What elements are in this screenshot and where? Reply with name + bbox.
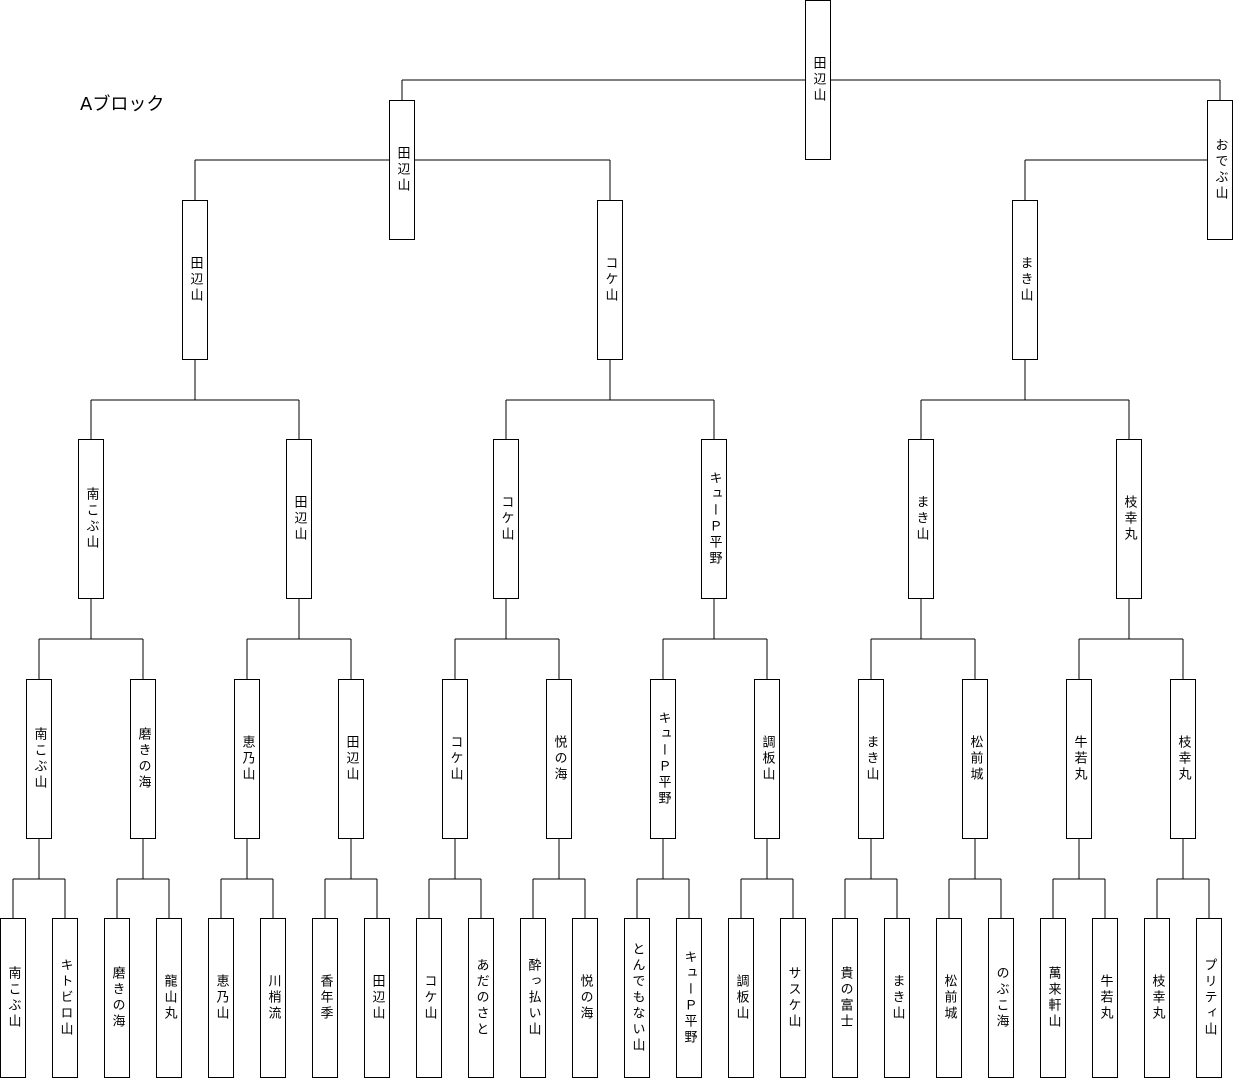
round1-entry: 南こぶ山	[0, 918, 26, 1078]
wrestler-name: まき山	[863, 735, 879, 783]
round1-entry: キトビロ山	[52, 918, 78, 1078]
wrestler-name: 調板山	[733, 974, 749, 1022]
round3-entry: キューＰ平野	[701, 439, 727, 599]
wrestler-name: 松前城	[967, 735, 983, 783]
round1-entry: まき山	[884, 918, 910, 1078]
wrestler-name: 恵乃山	[213, 974, 229, 1022]
wrestler-name: 香年季	[317, 974, 333, 1022]
round1-entry: 松前城	[936, 918, 962, 1078]
round3-entry: コケ山	[493, 439, 519, 599]
round1-entry: プリティ山	[1196, 918, 1222, 1078]
wrestler-name: 枝幸丸	[1121, 495, 1137, 543]
wrestler-name: 磨きの海	[135, 727, 151, 791]
wrestler-name: サスケ山	[785, 966, 801, 1030]
wrestler-name: 松前城	[941, 974, 957, 1022]
wrestler-name: 田辺山	[394, 146, 410, 194]
wrestler-name: 萬来軒山	[1045, 966, 1061, 1030]
round1-entry: とんでもない山	[624, 918, 650, 1078]
round2-entry: 悦の海	[546, 679, 572, 839]
round1-entry: 酔っ払い山	[520, 918, 546, 1078]
wrestler-name: おでぶ山	[1212, 138, 1228, 202]
round4-entry: まき山	[1012, 200, 1038, 360]
wrestler-name: まき山	[889, 974, 905, 1022]
round3-entry: 枝幸丸	[1116, 439, 1142, 599]
wrestler-name: 田辺山	[291, 495, 307, 543]
round1-entry: キューＰ平野	[676, 918, 702, 1078]
round2-entry: コケ山	[442, 679, 468, 839]
wrestler-name: 貴の富士	[837, 966, 853, 1030]
round1-entry: サスケ山	[780, 918, 806, 1078]
wrestler-name: 田辺山	[810, 56, 826, 104]
round1-entry: 牛若丸	[1092, 918, 1118, 1078]
round2-entry: 田辺山	[338, 679, 364, 839]
semifinal-entry: 田辺山	[389, 100, 415, 240]
wrestler-name: まき山	[913, 495, 929, 543]
wrestler-name: 恵乃山	[239, 735, 255, 783]
wrestler-name: プリティ山	[1201, 958, 1217, 1038]
wrestler-name: コケ山	[498, 495, 514, 543]
round1-entry: 悦の海	[572, 918, 598, 1078]
round2-entry: 恵乃山	[234, 679, 260, 839]
wrestler-name: まき山	[1017, 256, 1033, 304]
round4-entry: コケ山	[597, 200, 623, 360]
wrestler-name: キューＰ平野	[681, 950, 697, 1046]
round3-entry: 南こぶ山	[78, 439, 104, 599]
wrestler-name: コケ山	[447, 735, 463, 783]
round2-entry: 南こぶ山	[26, 679, 52, 839]
round1-entry: 磨きの海	[104, 918, 130, 1078]
round4-entry: 田辺山	[182, 200, 208, 360]
wrestler-name: 悦の海	[577, 974, 593, 1022]
round1-entry: 萬来軒山	[1040, 918, 1066, 1078]
wrestler-name: 田辺山	[369, 974, 385, 1022]
wrestler-name: 牛若丸	[1071, 735, 1087, 783]
wrestler-name: 南こぶ山	[31, 727, 47, 791]
round2-entry: まき山	[858, 679, 884, 839]
round2-entry: キューＰ平野	[650, 679, 676, 839]
wrestler-name: 龍山丸	[161, 974, 177, 1022]
wrestler-name: 調板山	[759, 735, 775, 783]
wrestler-name: 悦の海	[551, 735, 567, 783]
semifinal-entry: おでぶ山	[1207, 100, 1233, 240]
round1-entry: あだのさと	[468, 918, 494, 1078]
round3-entry: 田辺山	[286, 439, 312, 599]
block-title: Aブロック	[80, 94, 165, 115]
round1-entry: のぶこ海	[988, 918, 1014, 1078]
round2-entry: 磨きの海	[130, 679, 156, 839]
wrestler-name: 酔っ払い山	[525, 958, 541, 1038]
round1-entry: 枝幸丸	[1144, 918, 1170, 1078]
round1-entry: 貴の富士	[832, 918, 858, 1078]
wrestler-name: 田辺山	[187, 256, 203, 304]
round1-entry: 調板山	[728, 918, 754, 1078]
round2-entry: 枝幸丸	[1170, 679, 1196, 839]
wrestler-name: あだのさと	[473, 958, 489, 1038]
wrestler-name: キューＰ平野	[655, 711, 671, 807]
round1-entry: 香年季	[312, 918, 338, 1078]
wrestler-name: キューＰ平野	[706, 471, 722, 567]
round1-entry: 田辺山	[364, 918, 390, 1078]
round2-entry: 牛若丸	[1066, 679, 1092, 839]
wrestler-name: のぶこ海	[993, 966, 1009, 1030]
wrestler-name: 磨きの海	[109, 966, 125, 1030]
round2-entry: 松前城	[962, 679, 988, 839]
round2-entry: 調板山	[754, 679, 780, 839]
round1-entry: 龍山丸	[156, 918, 182, 1078]
round1-entry: 川梢流	[260, 918, 286, 1078]
wrestler-name: コケ山	[602, 256, 618, 304]
wrestler-name: 南こぶ山	[83, 487, 99, 551]
round3-entry: まき山	[908, 439, 934, 599]
wrestler-name: 枝幸丸	[1149, 974, 1165, 1022]
wrestler-name: 田辺山	[343, 735, 359, 783]
wrestler-name: 牛若丸	[1097, 974, 1113, 1022]
round1-entry: 恵乃山	[208, 918, 234, 1078]
wrestler-name: 枝幸丸	[1175, 735, 1191, 783]
wrestler-name: とんでもない山	[629, 942, 645, 1054]
wrestler-name: キトビロ山	[57, 958, 73, 1038]
round1-entry: コケ山	[416, 918, 442, 1078]
wrestler-name: コケ山	[421, 974, 437, 1022]
wrestler-name: 川梢流	[265, 974, 281, 1022]
champion-entry: 田辺山	[805, 0, 831, 160]
wrestler-name: 南こぶ山	[5, 966, 21, 1030]
